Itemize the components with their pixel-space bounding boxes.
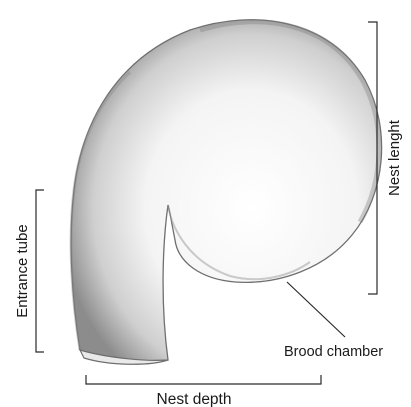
nest-length-label: Nest lenght: [386, 119, 403, 196]
nest-depth-bracket: [86, 375, 321, 384]
nest-body: [71, 20, 382, 361]
brood-chamber-label: Brood chamber: [284, 344, 383, 360]
nest-depth-label: Nest depth: [157, 391, 232, 407]
entrance-tube-bracket: [36, 190, 44, 352]
entrance-tube-label: Entrance tube: [14, 224, 31, 317]
brood-chamber-leader: [287, 282, 345, 337]
